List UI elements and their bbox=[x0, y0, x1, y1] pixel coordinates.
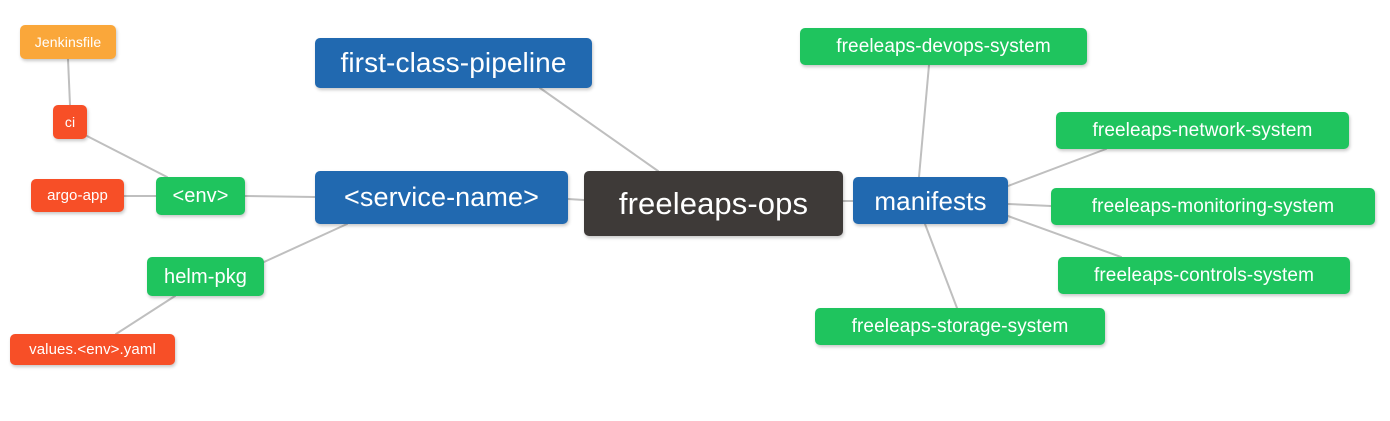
edge-service-name-to-helm-pkg bbox=[263, 223, 348, 263]
node-label-service-name: <service-name> bbox=[344, 182, 539, 212]
edge-first-class-pipeline-to-freeleaps-ops bbox=[539, 87, 659, 172]
node-label-freeleaps-monitoring-system: freeleaps-monitoring-system bbox=[1091, 196, 1335, 217]
node-first-class-pipeline[interactable]: first-class-pipeline bbox=[315, 38, 592, 88]
edge-env-to-service-name bbox=[244, 195, 316, 198]
node-helm-pkg[interactable]: helm-pkg bbox=[147, 257, 264, 296]
node-values-yaml[interactable]: values.<env>.yaml bbox=[10, 334, 175, 365]
node-label-freeleaps-storage-system: freeleaps-storage-system bbox=[851, 316, 1069, 337]
node-label-first-class-pipeline: first-class-pipeline bbox=[340, 47, 567, 78]
node-service-name[interactable]: <service-name> bbox=[315, 171, 568, 224]
node-label-freeleaps-devops-system: freeleaps-devops-system bbox=[836, 36, 1051, 57]
node-freeleaps-network-system[interactable]: freeleaps-network-system bbox=[1056, 112, 1349, 149]
edge-manifests-to-freeleaps-monitoring-system bbox=[1007, 203, 1052, 207]
node-label-ci: ci bbox=[64, 114, 76, 130]
node-freeleaps-devops-system[interactable]: freeleaps-devops-system bbox=[800, 28, 1087, 65]
node-freeleaps-controls-system[interactable]: freeleaps-controls-system bbox=[1058, 257, 1350, 294]
node-label-env: <env> bbox=[172, 185, 229, 207]
node-label-argo-app: argo-app bbox=[47, 187, 108, 204]
node-label-freeleaps-network-system: freeleaps-network-system bbox=[1092, 120, 1313, 141]
node-label-manifests: manifests bbox=[874, 185, 987, 216]
node-label-helm-pkg: helm-pkg bbox=[163, 265, 248, 288]
edge-jenkinsfile-to-ci bbox=[67, 58, 71, 106]
edge-helm-pkg-to-values-yaml bbox=[115, 295, 176, 335]
node-label-jenkinsfile: Jenkinsfile bbox=[34, 34, 102, 50]
edge-manifests-to-freeleaps-network-system bbox=[1007, 148, 1107, 187]
edge-ci-to-env bbox=[86, 135, 168, 178]
node-freeleaps-storage-system[interactable]: freeleaps-storage-system bbox=[815, 308, 1105, 345]
node-label-freeleaps-controls-system: freeleaps-controls-system bbox=[1093, 265, 1315, 286]
node-freeleaps-monitoring-system[interactable]: freeleaps-monitoring-system bbox=[1051, 188, 1375, 225]
node-manifests[interactable]: manifests bbox=[853, 177, 1008, 224]
edge-manifests-to-freeleaps-storage-system bbox=[924, 223, 958, 309]
node-freeleaps-ops[interactable]: freeleaps-ops bbox=[584, 171, 843, 236]
node-label-freeleaps-ops: freeleaps-ops bbox=[618, 186, 809, 221]
node-argo-app[interactable]: argo-app bbox=[31, 179, 124, 212]
node-env[interactable]: <env> bbox=[156, 177, 245, 215]
node-jenkinsfile[interactable]: Jenkinsfile bbox=[20, 25, 116, 59]
node-label-values-yaml: values.<env>.yaml bbox=[29, 341, 156, 358]
node-ci[interactable]: ci bbox=[53, 105, 87, 139]
edge-service-name-to-freeleaps-ops bbox=[567, 198, 585, 201]
edge-freeleaps-devops-system-to-manifests bbox=[918, 64, 930, 178]
